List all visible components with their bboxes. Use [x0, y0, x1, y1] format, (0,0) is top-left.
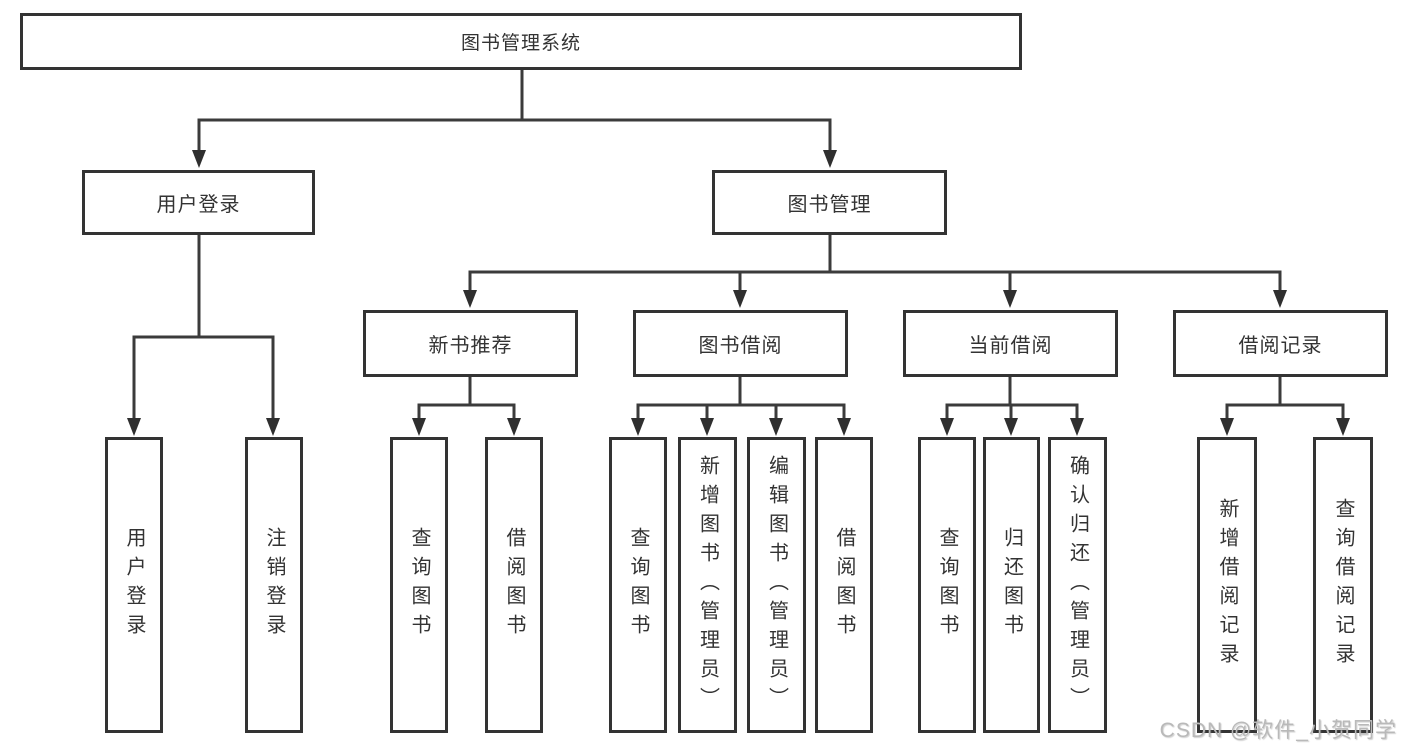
leaf-return-book: 归还图书 — [983, 437, 1040, 733]
node-new-book-recommendation: 新书推荐 — [363, 310, 578, 377]
node-label: 新增图书（管理员） — [696, 454, 719, 716]
node-label: 归还图书 — [1000, 527, 1023, 643]
node-label: 借阅记录 — [1238, 335, 1323, 357]
node-label: 查询借阅记录 — [1332, 498, 1354, 672]
node-current-borrowing: 当前借阅 — [903, 310, 1118, 377]
leaf-add-borrow-record: 新增借阅记录 — [1197, 437, 1257, 733]
leaf-confirm-return-admin: 确认归还（管理员） — [1048, 437, 1107, 733]
leaf-logout: 注销登录 — [245, 437, 303, 733]
node-book-management: 图书管理 — [712, 170, 947, 235]
node-label: 新增借阅记录 — [1216, 498, 1238, 672]
csdn-watermark: CSDN @软件_小贺同学 — [1159, 719, 1397, 742]
leaf-query-books-recommend: 查询图书 — [390, 437, 448, 733]
node-label: 图书管理系统 — [460, 33, 581, 54]
leaf-edit-book-admin: 编辑图书（管理员） — [747, 437, 806, 733]
node-label: 用户登录 — [123, 527, 145, 643]
leaf-add-book-admin: 新增图书（管理员） — [678, 437, 737, 733]
node-user-login: 用户登录 — [82, 170, 315, 235]
node-label: 用户登录 — [156, 194, 241, 216]
node-label: 图书管理 — [787, 194, 872, 216]
node-label: 确认归还（管理员） — [1066, 454, 1089, 716]
node-label: 当前借阅 — [968, 335, 1053, 357]
leaf-query-books-current: 查询图书 — [918, 437, 976, 733]
arrowheads — [127, 150, 1350, 436]
node-borrowing-records: 借阅记录 — [1173, 310, 1388, 377]
leaf-query-borrow-record: 查询借阅记录 — [1313, 437, 1373, 733]
node-label: 查询图书 — [408, 527, 430, 643]
node-label: 查询图书 — [936, 527, 958, 643]
node-book-borrowing: 图书借阅 — [633, 310, 848, 377]
leaf-user-login: 用户登录 — [105, 437, 163, 733]
leaf-borrow-books-recommend: 借阅图书 — [485, 437, 543, 733]
node-library-system: 图书管理系统 — [20, 13, 1022, 70]
node-label: 查询图书 — [627, 527, 649, 643]
node-label: 编辑图书（管理员） — [765, 454, 788, 716]
leaf-borrow-books-borrowing: 借阅图书 — [815, 437, 873, 733]
node-label: 图书借阅 — [698, 335, 783, 357]
node-label: 新书推荐 — [428, 335, 513, 357]
leaf-query-books-borrowing: 查询图书 — [609, 437, 667, 733]
node-label: 借阅图书 — [833, 527, 855, 643]
node-label: 借阅图书 — [503, 527, 525, 643]
node-label: 注销登录 — [263, 527, 285, 643]
